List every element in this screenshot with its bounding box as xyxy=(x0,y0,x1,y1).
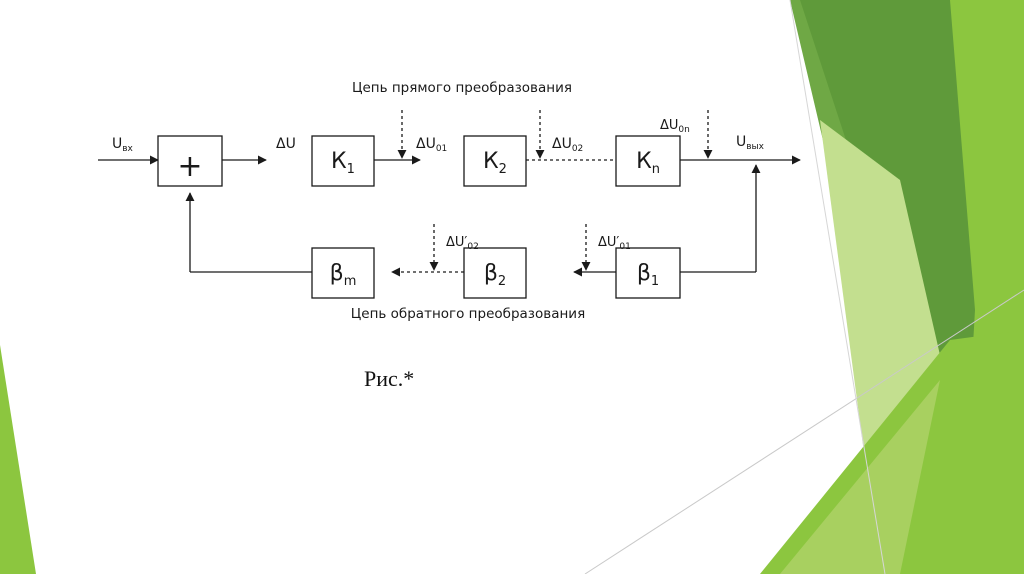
betam-block xyxy=(311,247,375,299)
beta2-label: β2 xyxy=(484,261,506,289)
feedback-chain-title: Цепь обратного преобразования xyxy=(351,306,585,322)
green-triangle-bottom-light xyxy=(780,380,940,574)
deco-thin-line-2 xyxy=(789,0,886,574)
beta2-block xyxy=(463,247,527,299)
output-label: Uвых xyxy=(736,134,765,152)
du02-label: ΔU02 xyxy=(552,136,583,154)
deco-thin-line xyxy=(584,289,1024,574)
delta-u-label: ΔU xyxy=(276,136,296,152)
left-green-sliver xyxy=(0,345,36,574)
figure-caption: Рис.* xyxy=(364,366,415,391)
k1-block xyxy=(311,135,375,187)
summer-block xyxy=(157,135,223,187)
forward-chain-title: Цепь прямого преобразования xyxy=(352,80,572,96)
du01-label: ΔU01 xyxy=(416,136,447,154)
kn-label: Кn xyxy=(636,149,660,177)
beta1-label: β1 xyxy=(637,261,659,289)
summer-plus-symbol: + xyxy=(177,149,202,184)
k2-label: К2 xyxy=(483,149,507,177)
kn-block xyxy=(615,135,681,187)
fb-du01-label: ΔU′01 xyxy=(598,235,631,252)
k1-label: К1 xyxy=(331,149,355,177)
k2-block xyxy=(463,135,527,187)
input-label: Uвх xyxy=(112,136,134,154)
du0n-label: ΔU0n xyxy=(660,118,690,135)
betam-label: βm xyxy=(330,261,357,289)
fb-du02-label: ΔU′02 xyxy=(446,235,479,252)
beta1-block xyxy=(615,247,681,299)
